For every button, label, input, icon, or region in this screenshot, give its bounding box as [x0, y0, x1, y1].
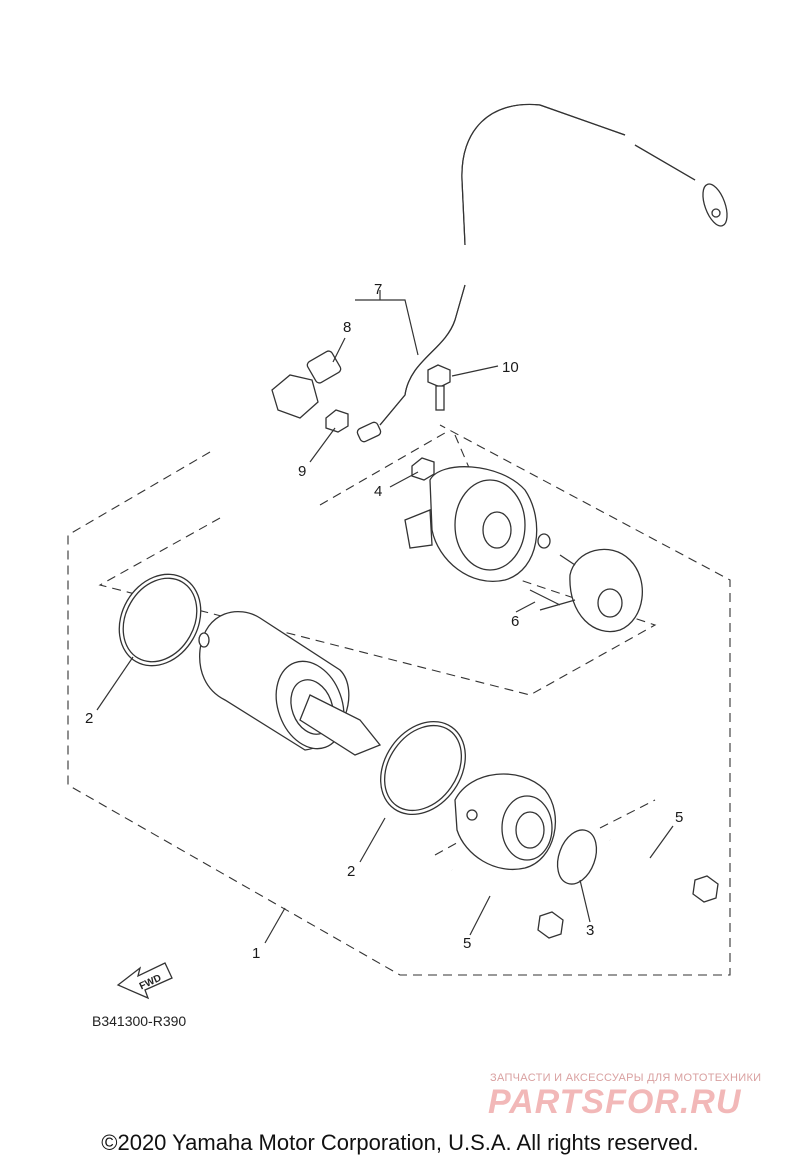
reference-code: B341300-R390	[92, 1013, 187, 1029]
starter-lead	[379, 284, 466, 426]
callout-6: 6	[511, 613, 519, 630]
callout-2-upper: 2	[85, 710, 93, 727]
lead-terminal	[356, 421, 382, 443]
starter-lead-inner	[379, 284, 466, 426]
callout-1: 1	[252, 945, 260, 962]
cable-terminal-hole	[711, 208, 721, 218]
long-bolt-lower	[451, 868, 564, 939]
callout-10: 10	[502, 359, 519, 376]
front-cover	[454, 773, 557, 870]
battery-cable	[461, 103, 626, 246]
terminal-cap	[271, 350, 342, 419]
o-ring-upper-inner	[122, 577, 198, 663]
watermark-subtitle: ЗАПЧАСТИ И АКСЕССУАРЫ ДЛЯ МОТОТЕХНИКИ	[490, 1072, 762, 1084]
nut-part-4	[411, 457, 435, 481]
o-ring-part-3	[556, 829, 598, 885]
o-ring-lower-inner	[383, 724, 463, 812]
copyright-notice: ©2020 Yamaha Motor Corporation, U.S.A. A…	[101, 1130, 699, 1155]
long-bolt-upper	[609, 838, 719, 903]
brush-holder	[559, 548, 643, 633]
rear-cover	[404, 466, 538, 582]
fwd-arrow: FWD	[116, 962, 173, 1000]
callout-3: 3	[586, 922, 594, 939]
callout-5-upper: 5	[675, 809, 683, 826]
callout-9: 9	[298, 463, 306, 480]
battery-cable-inner	[461, 103, 626, 246]
callout-8: 8	[343, 319, 351, 336]
bolt-part-10	[427, 364, 451, 411]
small-o-ring	[537, 533, 551, 549]
cable-terminal-ring	[702, 183, 728, 227]
motor-yoke	[198, 610, 382, 756]
leader-lines	[96, 290, 674, 944]
watermark-logo: PARTSFOR.RU	[488, 1083, 742, 1121]
callout-7: 7	[374, 281, 382, 298]
battery-cable-end-inner	[634, 144, 696, 181]
nut-part-9	[325, 409, 349, 433]
callout-5-lower: 5	[463, 935, 471, 952]
upper-group-boundary	[319, 429, 471, 506]
callout-4: 4	[374, 483, 382, 500]
front-cover-group-boundary	[434, 799, 656, 856]
callout-2-lower: 2	[347, 863, 355, 880]
assembly-boundary	[67, 424, 731, 976]
